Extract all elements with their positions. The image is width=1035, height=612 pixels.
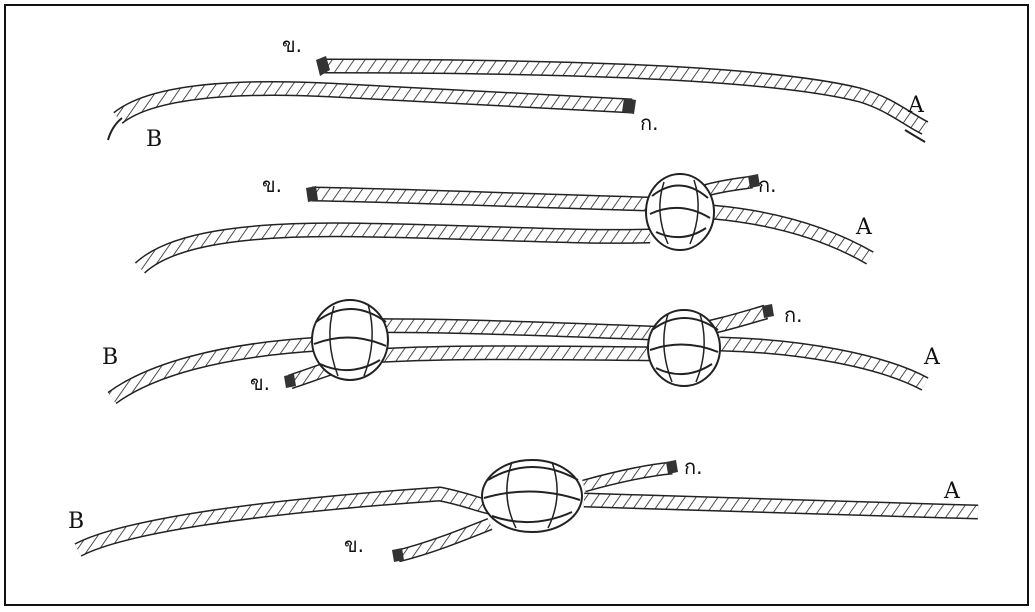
knot-joined (482, 460, 582, 532)
label-working-end: B (146, 127, 162, 152)
label-end-ko: ก. (684, 455, 702, 479)
panel-step-4: ก. ข. B A (68, 455, 978, 562)
label-standing-end: A (943, 479, 961, 504)
knot-1 (646, 174, 714, 250)
panel-step-1: ข. ก. A B (108, 33, 925, 152)
label-end-ko: ก. (640, 111, 658, 135)
knot-left (312, 300, 388, 380)
label-end-kha: ข. (250, 371, 270, 395)
label-standing-end: A (855, 215, 873, 240)
label-working-end: B (68, 509, 84, 534)
label-end-ko: ก. (784, 303, 802, 327)
panel-step-2: ข. ก. A (140, 173, 873, 268)
label-standing-end: A (923, 345, 941, 370)
label-end-kha: ข. (282, 33, 302, 57)
label-end-kha: ข. (262, 173, 282, 197)
label-end-ko: ก. (758, 173, 776, 197)
panel-step-3: ก. ข. B A (102, 300, 941, 398)
label-standing-end: A (907, 93, 925, 118)
label-working-end: B (102, 345, 118, 370)
knot-right (648, 310, 720, 386)
label-end-kha: ข. (344, 533, 364, 557)
